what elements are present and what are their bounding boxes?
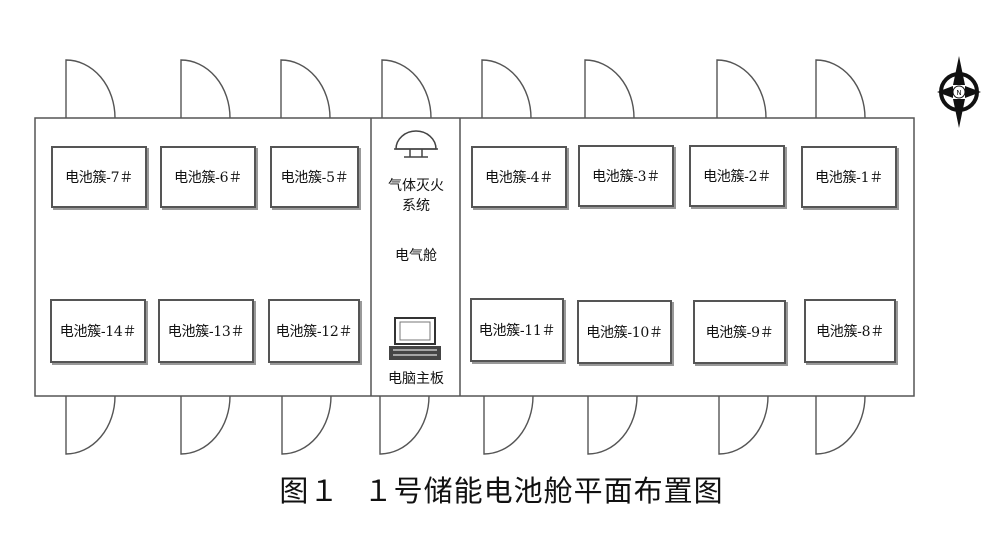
fire-system-label: 气体灭火 系统 — [388, 178, 444, 214]
electrical-room-label: 电气舱 — [395, 248, 437, 264]
door-top-7 — [716, 59, 767, 119]
door-top-5 — [481, 59, 532, 119]
battery-rack-7: 电池簇-7＃ — [51, 146, 147, 208]
door-bottom-3 — [281, 395, 332, 455]
battery-rack-14: 电池簇-14＃ — [50, 299, 146, 363]
door-top-2 — [180, 59, 231, 119]
battery-rack-13: 电池簇-13＃ — [158, 299, 254, 363]
door-bottom-5 — [483, 395, 534, 455]
door-top-8 — [815, 59, 866, 119]
door-bottom-7 — [718, 395, 769, 455]
computer-label: 电脑主板 — [388, 371, 444, 387]
door-bottom-6 — [587, 395, 638, 455]
figure-caption: 图１ １号储能电池舱平面布置图 — [279, 474, 724, 508]
door-bottom-4 — [379, 395, 430, 455]
battery-rack-6: 电池簇-6＃ — [160, 146, 256, 208]
container-outline — [34, 117, 915, 397]
battery-rack-11: 电池簇-11＃ — [470, 298, 564, 362]
battery-rack-5: 电池簇-5＃ — [270, 146, 359, 208]
battery-rack-4: 电池簇-4＃ — [471, 146, 567, 208]
battery-rack-12: 电池簇-12＃ — [268, 299, 360, 363]
door-top-3 — [280, 59, 331, 119]
door-top-6 — [584, 59, 635, 119]
doors-top — [65, 59, 866, 119]
battery-rack-3: 电池簇-3＃ — [578, 145, 674, 207]
battery-rack-10: 电池簇-10＃ — [577, 300, 672, 364]
door-top-4 — [381, 59, 432, 119]
battery-rack-8: 电池簇-8＃ — [804, 299, 896, 363]
doors-bottom — [65, 395, 866, 455]
computer-icon — [389, 317, 441, 360]
door-top-1 — [65, 59, 116, 119]
door-bottom-1 — [65, 395, 116, 455]
compass-letter: N — [956, 89, 961, 97]
fire-suppression-icon — [394, 130, 438, 158]
battery-rack-9: 电池簇-9＃ — [693, 300, 786, 364]
door-bottom-2 — [180, 395, 231, 455]
door-bottom-8 — [815, 395, 866, 455]
battery-rack-2: 电池簇-2＃ — [689, 145, 785, 207]
north-arrow-icon: N — [937, 56, 981, 128]
battery-rack-1: 电池簇-1＃ — [801, 146, 897, 208]
